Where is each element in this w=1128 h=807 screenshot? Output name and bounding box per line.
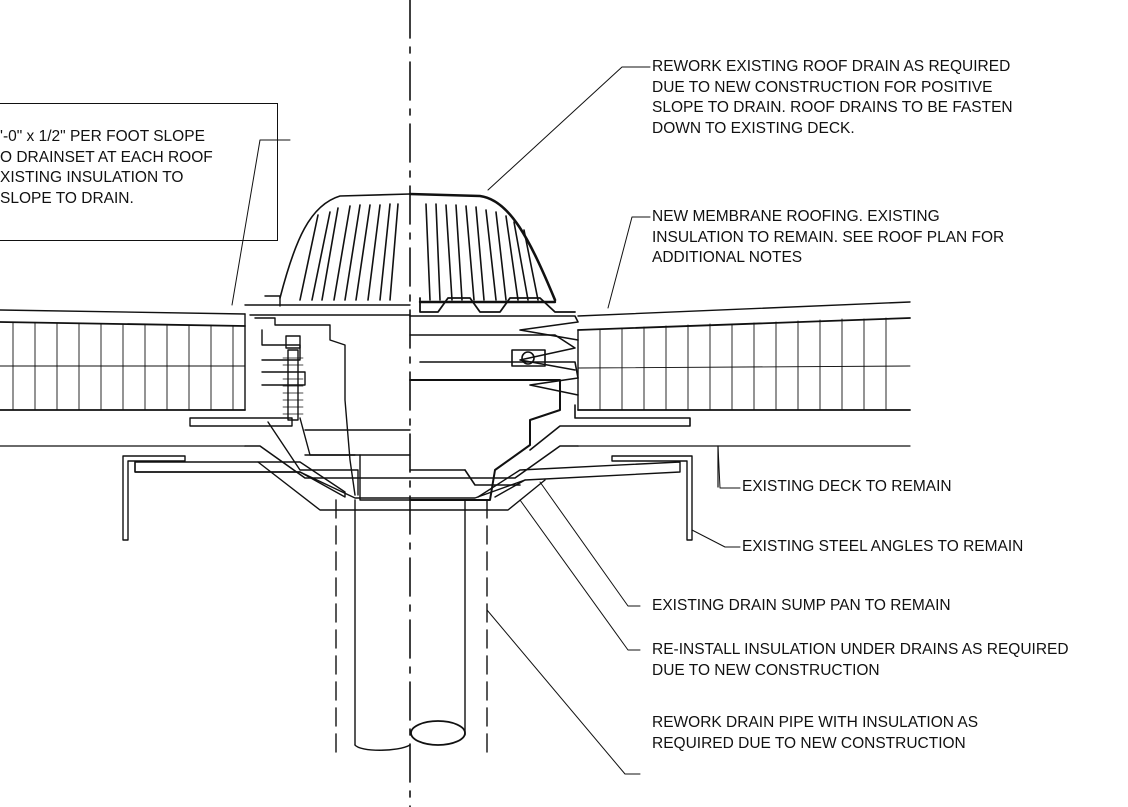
rework-drain-note-line-1: REWORK EXISTING ROOF DRAIN AS REQUIRED bbox=[652, 58, 1011, 75]
reinstall-note-line-1: RE-INSTALL INSULATION UNDER DRAINS AS RE… bbox=[652, 641, 1069, 658]
rework-drain-note-line-2: DUE TO NEW CONSTRUCTION FOR POSITIVE bbox=[652, 78, 993, 96]
rework-drain-note: REWORK EXISTING ROOF DRAIN AS REQUIRED D… bbox=[652, 57, 1013, 139]
membrane-note: NEW MEMBRANE ROOFING. EXISTING INSULATIO… bbox=[652, 207, 1004, 269]
slope-note-box bbox=[0, 103, 278, 241]
rework-drain-note-line-3: SLOPE TO DRAIN. ROOF DRAINS TO BE FASTEN bbox=[652, 99, 1013, 116]
slope-note-line-4: SLOPE TO DRAIN. bbox=[0, 189, 134, 207]
deck-note: EXISTING DECK TO REMAIN bbox=[742, 477, 952, 498]
angles-note: EXISTING STEEL ANGLES TO REMAIN bbox=[742, 537, 1023, 558]
dome-strainer bbox=[279, 192, 576, 313]
insulation-left bbox=[0, 309, 246, 411]
angles-note-line-1: EXISTING STEEL ANGLES TO REMAIN bbox=[742, 538, 1024, 555]
slope-note: '-0" x 1/2" PER FOOT SLOPE O DRAINSET AT… bbox=[0, 127, 213, 209]
reinstall-note-line-2: DUE TO NEW CONSTRUCTION bbox=[652, 661, 880, 679]
insulation-right bbox=[577, 301, 911, 411]
pipe-note-line-2: REQUIRED DUE TO NEW CONSTRUCTION bbox=[652, 734, 966, 752]
sump-note-line-1: EXISTING DRAIN SUMP PAN TO REMAIN bbox=[652, 597, 951, 614]
sump-pan bbox=[244, 445, 579, 479]
steel-angles bbox=[122, 455, 693, 541]
drain-body-left bbox=[189, 295, 411, 501]
reinstall-note: RE-INSTALL INSULATION UNDER DRAINS AS RE… bbox=[652, 640, 1069, 681]
rework-drain-note-line-4: DOWN TO EXISTING DECK. bbox=[652, 119, 855, 137]
membrane-note-line-3: ADDITIONAL NOTES bbox=[652, 249, 803, 266]
drain-body-right bbox=[409, 315, 691, 501]
sump-note: EXISTING DRAIN SUMP PAN TO REMAIN bbox=[652, 596, 951, 617]
pipe-note: REWORK DRAIN PIPE WITH INSULATION AS REQ… bbox=[652, 713, 978, 754]
leader-lines bbox=[231, 66, 741, 775]
slope-note-line-3: XISTING INSULATION TO bbox=[0, 169, 184, 186]
pipe-note-line-1: REWORK DRAIN PIPE WITH INSULATION AS bbox=[652, 714, 979, 731]
membrane-note-line-2: INSULATION TO REMAIN. SEE ROOF PLAN FOR bbox=[652, 228, 1005, 246]
concrete-fill bbox=[134, 461, 681, 511]
slope-note-line-2: O DRAINSET AT EACH ROOF bbox=[0, 148, 213, 166]
membrane-note-line-1: NEW MEMBRANE ROOFING. EXISTING bbox=[652, 208, 940, 225]
drain-pipe bbox=[335, 499, 488, 761]
slope-note-line-1: '-0" x 1/2" PER FOOT SLOPE bbox=[0, 128, 205, 145]
deck-note-line-1: EXISTING DECK TO REMAIN bbox=[742, 478, 952, 495]
